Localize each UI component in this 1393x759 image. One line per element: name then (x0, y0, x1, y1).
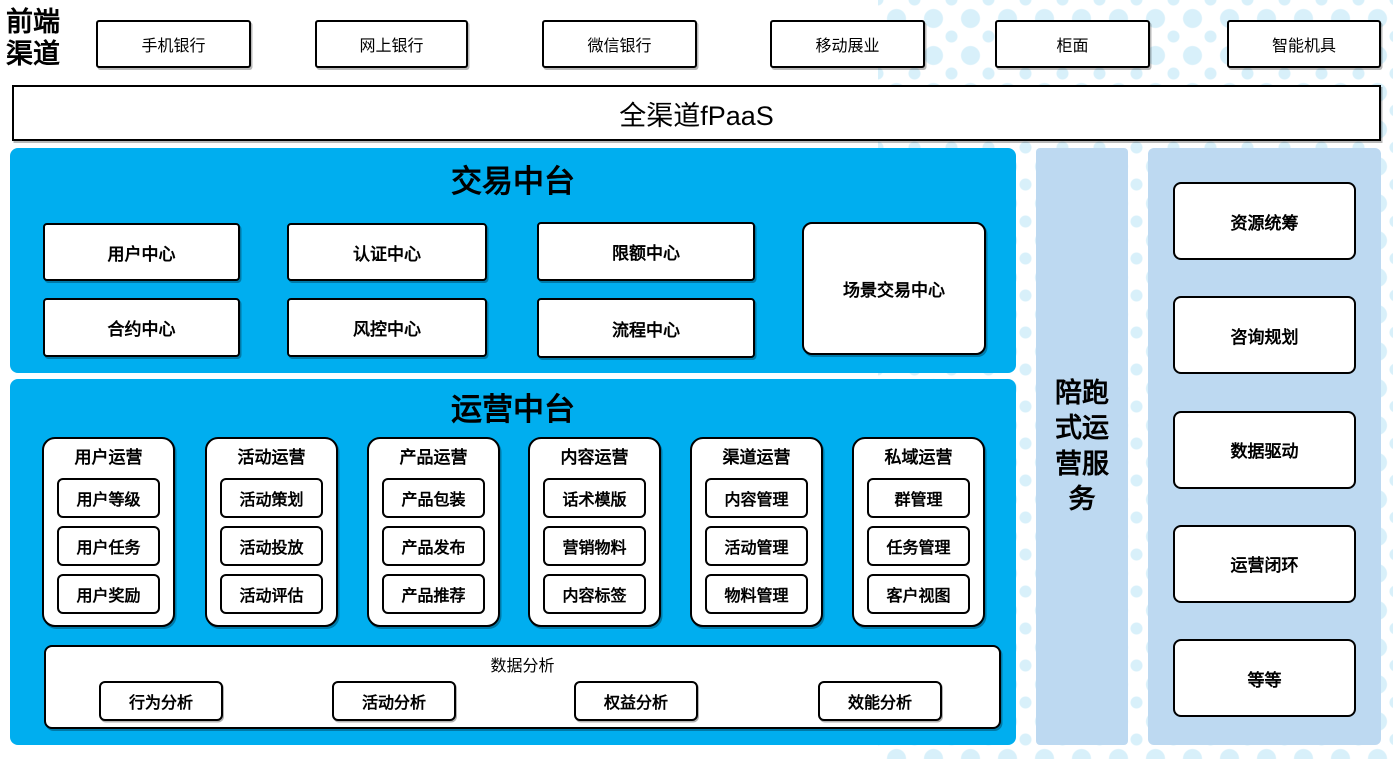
item-product-release: 产品发布 (382, 525, 485, 566)
item-marketing-material: 营销物料 (543, 525, 646, 566)
service-consulting-planning: 咨询规划 (1173, 296, 1356, 375)
front-channels-label: 前端渠道 (6, 7, 60, 70)
item-product-recommend: 产品推荐 (382, 573, 485, 614)
center-risk-control: 风控中心 (287, 298, 487, 357)
group-product-operations: 产品运营 产品包装 产品发布 产品推荐 (367, 437, 500, 627)
channel-mobile-banking: 手机银行 (96, 20, 251, 68)
trade-platform-title: 交易中台 (451, 164, 575, 199)
item-content-tag: 内容标签 (543, 573, 646, 614)
group-title: 渠道运营 (722, 448, 791, 467)
item-benefit-analysis: 权益分析 (574, 681, 698, 721)
data-analysis-title: 数据分析 (490, 658, 555, 675)
group-activity-operations: 活动运营 活动策划 活动投放 活动评估 (205, 437, 338, 627)
item-content-management: 内容管理 (705, 477, 808, 518)
item-user-level: 用户等级 (57, 477, 160, 518)
omni-channel-fpaas-bar: 全渠道fPaaS (12, 85, 1381, 141)
center-limit: 限额中心 (537, 222, 755, 281)
item-activity-evaluation: 活动评估 (220, 573, 323, 614)
item-activity-planning: 活动策划 (220, 477, 323, 518)
group-channel-operations: 渠道运营 内容管理 活动管理 物料管理 (690, 437, 823, 627)
group-title: 内容运营 (560, 448, 629, 467)
service-etc: 等等 (1173, 639, 1356, 717)
operations-platform-title: 运营中台 (451, 392, 575, 427)
center-authentication: 认证中心 (287, 223, 487, 281)
group-title: 私域运营 (884, 448, 953, 467)
channel-smart-devices: 智能机具 (1227, 20, 1381, 68)
item-product-packaging: 产品包装 (382, 477, 485, 518)
item-behavior-analysis: 行为分析 (99, 681, 223, 721)
item-activity-management: 活动管理 (705, 525, 808, 566)
item-activity-analysis: 活动分析 (332, 681, 456, 721)
item-user-task: 用户任务 (57, 525, 160, 566)
group-private-domain-operations: 私域运营 群管理 任务管理 客户视图 (852, 437, 985, 627)
service-data-driven: 数据驱动 (1173, 410, 1356, 489)
center-contract: 合约中心 (43, 298, 240, 357)
service-resource-coordination: 资源统筹 (1173, 182, 1356, 260)
group-user-operations: 用户运营 用户等级 用户任务 用户奖励 (42, 437, 175, 627)
item-activity-delivery: 活动投放 (220, 525, 323, 566)
group-title: 用户运营 (74, 448, 143, 467)
center-scenario-trade: 场景交易中心 (802, 222, 986, 355)
operations-platform-panel: 运营中台 用户运营 用户等级 用户任务 用户奖励 活动运营 活动策划 活动投放 … (10, 379, 1016, 745)
service-operations-loop: 运营闭环 (1173, 524, 1356, 603)
center-user: 用户中心 (43, 223, 240, 281)
group-content-operations: 内容运营 话术模版 营销物料 内容标签 (528, 437, 661, 627)
item-material-management: 物料管理 (705, 573, 808, 614)
item-group-management: 群管理 (867, 477, 970, 518)
accompanying-ops-service-strip: 陪跑式运营服务 (1036, 148, 1128, 745)
center-process: 流程中心 (537, 298, 755, 358)
channel-mobile-outreach: 移动展业 (770, 20, 925, 68)
group-title: 产品运营 (399, 448, 468, 467)
data-analysis-container: 数据分析 行为分析 活动分析 权益分析 效能分析 (44, 645, 1001, 729)
group-title: 活动运营 (237, 448, 306, 467)
item-efficiency-analysis: 效能分析 (818, 681, 942, 721)
channel-counter: 柜面 (995, 20, 1150, 68)
channel-online-banking: 网上银行 (315, 20, 468, 68)
trade-platform-panel: 交易中台 用户中心 认证中心 限额中心 场景交易中心 合约中心 风控中心 流程中… (10, 148, 1016, 373)
item-task-management: 任务管理 (867, 525, 970, 566)
item-customer-view: 客户视图 (867, 573, 970, 614)
accompanying-ops-service-label: 陪跑式运营服务 (1055, 378, 1109, 514)
service-list-panel: 资源统筹 咨询规划 数据驱动 运营闭环 等等 (1148, 148, 1381, 745)
item-user-reward: 用户奖励 (57, 573, 160, 614)
item-script-template: 话术模版 (543, 477, 646, 518)
channel-wechat-banking: 微信银行 (542, 20, 697, 68)
